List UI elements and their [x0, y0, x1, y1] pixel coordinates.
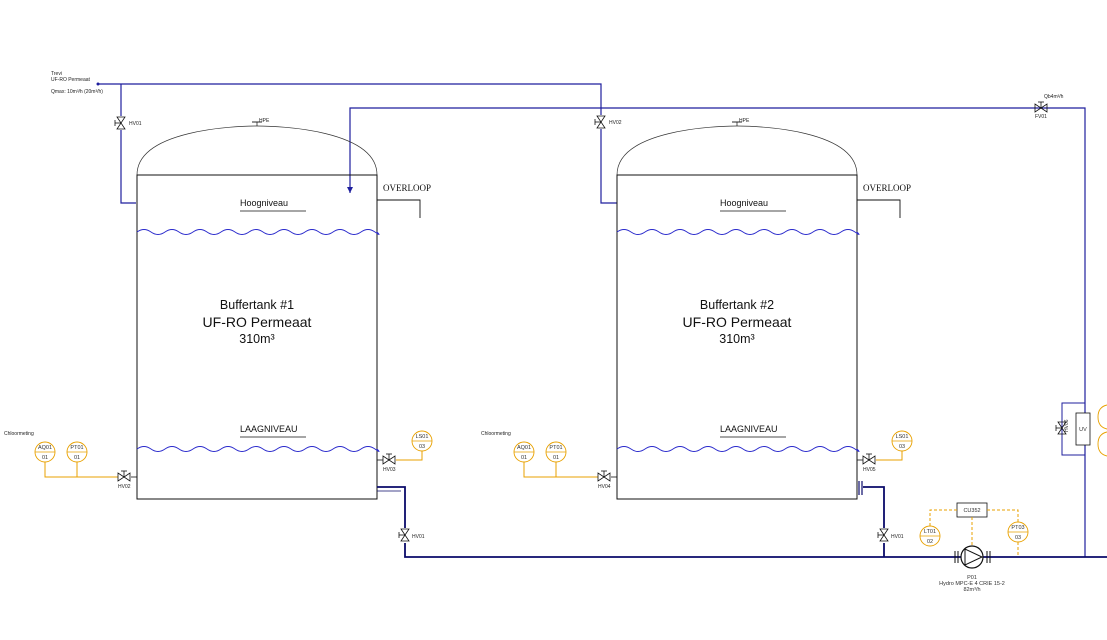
tank-2-pt01[interactable]: PT01 01 — [545, 441, 567, 463]
pump-pt03-tag: PT03 — [1011, 525, 1024, 531]
tank-2-ls01-tag: LS01 — [896, 434, 909, 440]
valve-hv05[interactable] — [862, 453, 876, 465]
valve-hv01-tank1-out[interactable] — [398, 528, 410, 542]
pump-flow: 82m³/h — [963, 587, 980, 593]
tank-1-overflow-pipe — [377, 199, 421, 218]
tank-2-low-level: LAAGNIVEAU — [720, 424, 778, 434]
tank-1-aq01-tag: AQ01 — [38, 445, 52, 451]
valve-hv02-top[interactable] — [594, 115, 606, 129]
valve-fv01[interactable] — [1034, 101, 1048, 113]
valve-hv01-tank1-out-label: HV01 — [412, 534, 425, 540]
pump-icon — [960, 545, 984, 569]
valve-hv02-tank1-label: HV02 — [118, 484, 131, 490]
tank-1-ls01[interactable]: LS01 03 — [411, 430, 433, 452]
pump-controller-cu352[interactable]: CU352 — [956, 502, 988, 518]
tank-1-roof — [136, 125, 378, 176]
tank-1-aq01-num: 01 — [42, 455, 48, 461]
tank-2-overflow-label: OVERLOOP — [863, 183, 911, 193]
buffertank-2: HPE Hoogniveau Buffertank #2 UF-RO Perme… — [616, 118, 911, 500]
valve-fv01-label: FV01 — [1035, 114, 1047, 120]
pump-lt01-tag: LT01 — [924, 529, 936, 535]
tank-1-name: Buffertank #1 — [220, 298, 294, 312]
inlet-arrow — [347, 187, 353, 193]
tank-1-ls01-tag: LS01 — [416, 434, 429, 440]
pump-model: Hydro MPC-E 4 CRIE 15-2 — [939, 581, 1005, 587]
valve-hv02-tank1[interactable] — [117, 470, 131, 482]
tank-2-ls01[interactable]: LS01 03 — [891, 430, 913, 452]
valve-hv01-tank2-out-label: HV01 — [891, 534, 904, 540]
tank-2-pt01-tag: PT01 — [549, 445, 562, 451]
tank-1-sample-line — [44, 462, 118, 478]
tank-2-low-water-line — [616, 446, 860, 452]
tank-2-volume: 310m³ — [719, 332, 754, 346]
supply-capacity: Qmax: 10m³/h (20m³/h) — [51, 89, 103, 95]
tank-2-aq01-tag: AQ01 — [517, 445, 531, 451]
tank-2-ls-line — [876, 451, 903, 461]
tank-1-chlorine-label: Chloormeting — [4, 431, 34, 437]
tank-1-vent-label: HPE — [259, 118, 270, 124]
tank-2-vent-label: HPE — [739, 118, 750, 124]
pump-p01[interactable] — [960, 545, 984, 569]
tank-2-high-water-line — [616, 229, 860, 235]
pump-pt03-num: 03 — [1015, 535, 1021, 541]
tank-2-sample-line — [523, 462, 598, 478]
supply-piping — [98, 83, 1086, 557]
supply-medium: UF-RO Permeaat — [51, 77, 91, 83]
tank-1-content: UF-RO Permeaat — [203, 314, 312, 330]
supply-label: Trevi UF-RO Permeaat Qmax: 10m³/h (20m³/… — [51, 71, 103, 95]
right-uv-unit: UV — [1061, 402, 1107, 457]
flow-rate-label: Qb4m³/h — [1044, 94, 1064, 100]
buffertank-1: HPE Hoogniveau Buffertank #1 UF-RO Perme… — [136, 118, 431, 500]
tank-1-volume: 310m³ — [239, 332, 274, 346]
tank-1-ls01-num: 03 — [419, 444, 425, 450]
uv-label: UV — [1079, 427, 1087, 433]
pump-controller-label: CU352 — [963, 508, 980, 514]
pump-pt03[interactable]: PT03 03 — [1007, 521, 1029, 543]
tank-1-high-level: Hoogniveau — [240, 198, 288, 208]
valve-hv02-top-label: HV02 — [609, 120, 622, 126]
tank-1-overflow-label: OVERLOOP — [383, 183, 431, 193]
pump-tag: P01 — [967, 575, 977, 581]
tank-2-pt01-num: 01 — [553, 455, 559, 461]
tank-2-ls01-num: 03 — [899, 444, 905, 450]
pump-lt01-num: 02 — [927, 539, 933, 545]
tank-1-aq01[interactable]: AQ01 01 — [34, 441, 56, 463]
valve-hv05-label: HV05 — [863, 467, 876, 473]
pump-signal-lines — [929, 509, 1019, 546]
tank-2-aq01[interactable]: AQ01 01 — [513, 441, 535, 463]
tank-2-name: Buffertank #2 — [700, 298, 774, 312]
tank-2-aq01-num: 01 — [521, 455, 527, 461]
pump-lt01[interactable]: LT01 02 — [919, 525, 941, 547]
supply-source: Trevi — [51, 71, 62, 77]
tank-1-outlet-pipe — [377, 486, 1107, 558]
valve-hv01-tank2-out[interactable] — [877, 528, 889, 542]
tank-2-roof — [616, 125, 858, 176]
tank-2-content: UF-RO Permeaat — [683, 314, 792, 330]
tank-2-chlorine-label: Chloormeting — [481, 431, 511, 437]
valve-hv04[interactable] — [597, 470, 611, 482]
valve-hv03-label: HV03 — [383, 467, 396, 473]
tank-2-body — [616, 174, 858, 500]
tank-1-pt01-tag: PT01 — [70, 445, 83, 451]
valve-hv04-label: HV04 — [598, 484, 611, 490]
tank-2-overflow-pipe — [857, 199, 901, 218]
tank-1-ls-line — [396, 451, 423, 461]
tank-2-outlet-pipe — [863, 486, 885, 557]
tank-1-pt01[interactable]: PT01 01 — [66, 441, 88, 463]
valve-hv01-top[interactable] — [114, 116, 126, 130]
tank-1-pt01-num: 01 — [74, 455, 80, 461]
tank-1-body — [136, 174, 378, 500]
tank-1-high-water-line — [136, 229, 380, 235]
valve-hv06-label: HV06 — [1064, 419, 1070, 432]
tank-1-low-water-line — [136, 446, 380, 452]
valve-hv01-top-label: HV01 — [129, 121, 142, 127]
tank-1-low-level: LAAGNIVEAU — [240, 424, 298, 434]
valve-hv03[interactable] — [382, 453, 396, 465]
tank-2-high-level: Hoogniveau — [720, 198, 768, 208]
